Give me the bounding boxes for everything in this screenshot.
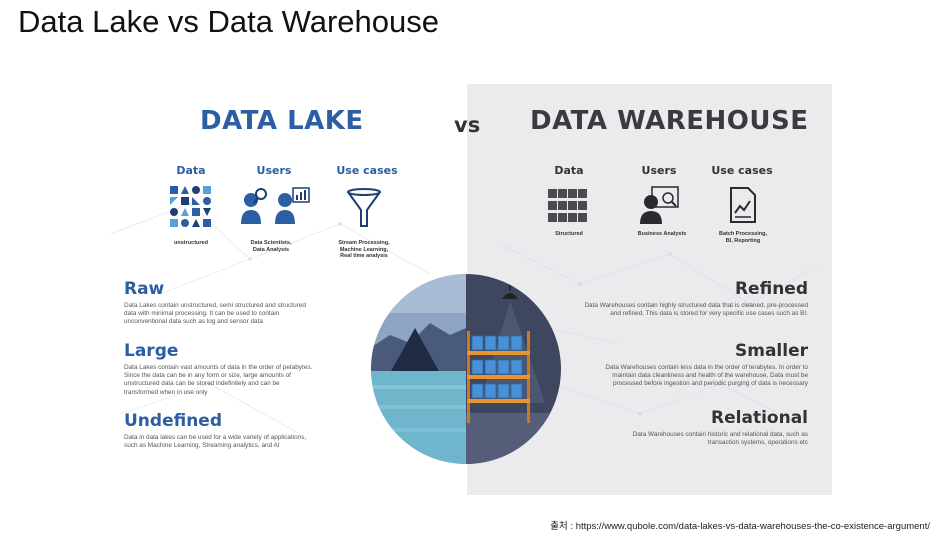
text-line: and refined. This data is stored for ver… bbox=[610, 310, 808, 318]
text-line: processed before ingestion and periodic … bbox=[612, 380, 808, 388]
warehouse-users-heading: Users bbox=[641, 164, 677, 177]
lake-section-undefined-title: Undefined bbox=[124, 411, 223, 431]
caption-line: Stream Processing, bbox=[338, 240, 390, 246]
report-document-icon bbox=[730, 187, 756, 223]
lake-section-large-text: Data Lakes contain vast amounts of data … bbox=[124, 364, 364, 397]
structured-grid-icon bbox=[548, 189, 587, 222]
warehouse-use-cases-caption: Batch Processing,BI, Reporting bbox=[698, 231, 788, 244]
caption-line: Business Analysts bbox=[637, 231, 687, 237]
text-line: such as Machine Learning, Streaming anal… bbox=[124, 442, 280, 450]
text-line: Data Lakes contain vast amounts of data … bbox=[124, 364, 313, 371]
caption-line: BI, Reporting bbox=[725, 237, 761, 244]
warehouse-data-caption: Structured bbox=[524, 231, 614, 238]
data-warehouse-title: DATA WAREHOUSE bbox=[530, 106, 809, 136]
data-lake-title: DATA LAKE bbox=[200, 106, 364, 136]
caption-line: Data Scientists, bbox=[250, 240, 292, 246]
caption-line: Data Analysts bbox=[252, 246, 290, 253]
text-line: data with minimal processing. It can be … bbox=[124, 310, 280, 318]
warehouse-section-relational-text: Data Warehouses contain historic and rel… bbox=[548, 431, 808, 447]
text-line: transformed when in use only bbox=[124, 388, 208, 396]
lake-section-undefined-text: Data in data lakes can be used for a wid… bbox=[124, 434, 364, 450]
text-line: Data Warehouses contain highly structure… bbox=[584, 302, 808, 309]
text-line: maintain data cleanliness and health of … bbox=[612, 372, 808, 380]
text-line: Data Lakes contain unstructured, semi st… bbox=[124, 302, 306, 309]
lake-section-large-title: Large bbox=[124, 341, 179, 361]
ceiling-lamp bbox=[502, 293, 518, 299]
warehouse-section-relational-title: Relational bbox=[711, 408, 808, 428]
lake-data-heading: Data bbox=[176, 164, 206, 177]
warehouse-section-smaller-text: Data Warehouses contain less data in the… bbox=[548, 364, 808, 389]
funnel-icon bbox=[347, 188, 381, 227]
caption-line: Structured bbox=[555, 231, 583, 237]
text-line: unconventional data such as log and sens… bbox=[124, 318, 263, 326]
warehouse-use-cases-heading: Use cases bbox=[711, 164, 773, 177]
slide-title: Data Lake vs Data Warehouse bbox=[18, 4, 440, 39]
data-scientists-icon bbox=[241, 187, 310, 224]
text-line: transaction systems, operations etc bbox=[707, 439, 808, 447]
warehouse-users-caption: Business Analysts bbox=[617, 231, 707, 238]
source-citation: 출처 : https://www.qubole.com/data-lakes-v… bbox=[550, 521, 930, 532]
caption-line: unstructured bbox=[174, 240, 208, 246]
shelving-unit bbox=[467, 331, 530, 423]
lake-section-raw-text: Data Lakes contain unstructured, semi st… bbox=[124, 302, 364, 327]
caption-line: Real time analysis bbox=[340, 253, 388, 259]
warehouse-section-refined-text: Data Warehouses contain highly structure… bbox=[548, 302, 808, 318]
caption-line: Machine Learning, bbox=[339, 246, 389, 253]
lake-use-cases-heading: Use cases bbox=[336, 164, 398, 177]
lake-use-cases-caption: Stream Processing,Machine Learning,Real … bbox=[319, 240, 409, 260]
warehouse-section-smaller-title: Smaller bbox=[735, 341, 808, 361]
text-line: unstructured data can be stored indefini… bbox=[124, 380, 280, 388]
vs-label: vs bbox=[454, 113, 481, 137]
lake-data-caption: unstructured bbox=[146, 240, 236, 247]
lake-users-heading: Users bbox=[256, 164, 292, 177]
business-analyst-icon bbox=[640, 186, 679, 224]
lake-warehouse-illustration bbox=[371, 274, 561, 464]
warehouse-section-refined-title: Refined bbox=[734, 279, 808, 299]
text-line: Data in data lakes can be used for a wid… bbox=[124, 434, 307, 441]
warehouse-data-heading: Data bbox=[554, 164, 584, 177]
caption-line: Batch Processing, bbox=[719, 231, 767, 237]
dark-mountain bbox=[390, 328, 440, 373]
lake-users-caption: Data Scientists,Data Analysts bbox=[226, 240, 316, 253]
text-line: Data Warehouses contain historic and rel… bbox=[632, 431, 808, 438]
text-line: Since the data can be in any form or siz… bbox=[124, 372, 291, 380]
lake-section-raw-title: Raw bbox=[124, 279, 165, 299]
data-grid-icon bbox=[170, 186, 211, 227]
network-background-pattern bbox=[109, 202, 821, 435]
text-line: Data Warehouses contain less data in the… bbox=[605, 364, 808, 371]
